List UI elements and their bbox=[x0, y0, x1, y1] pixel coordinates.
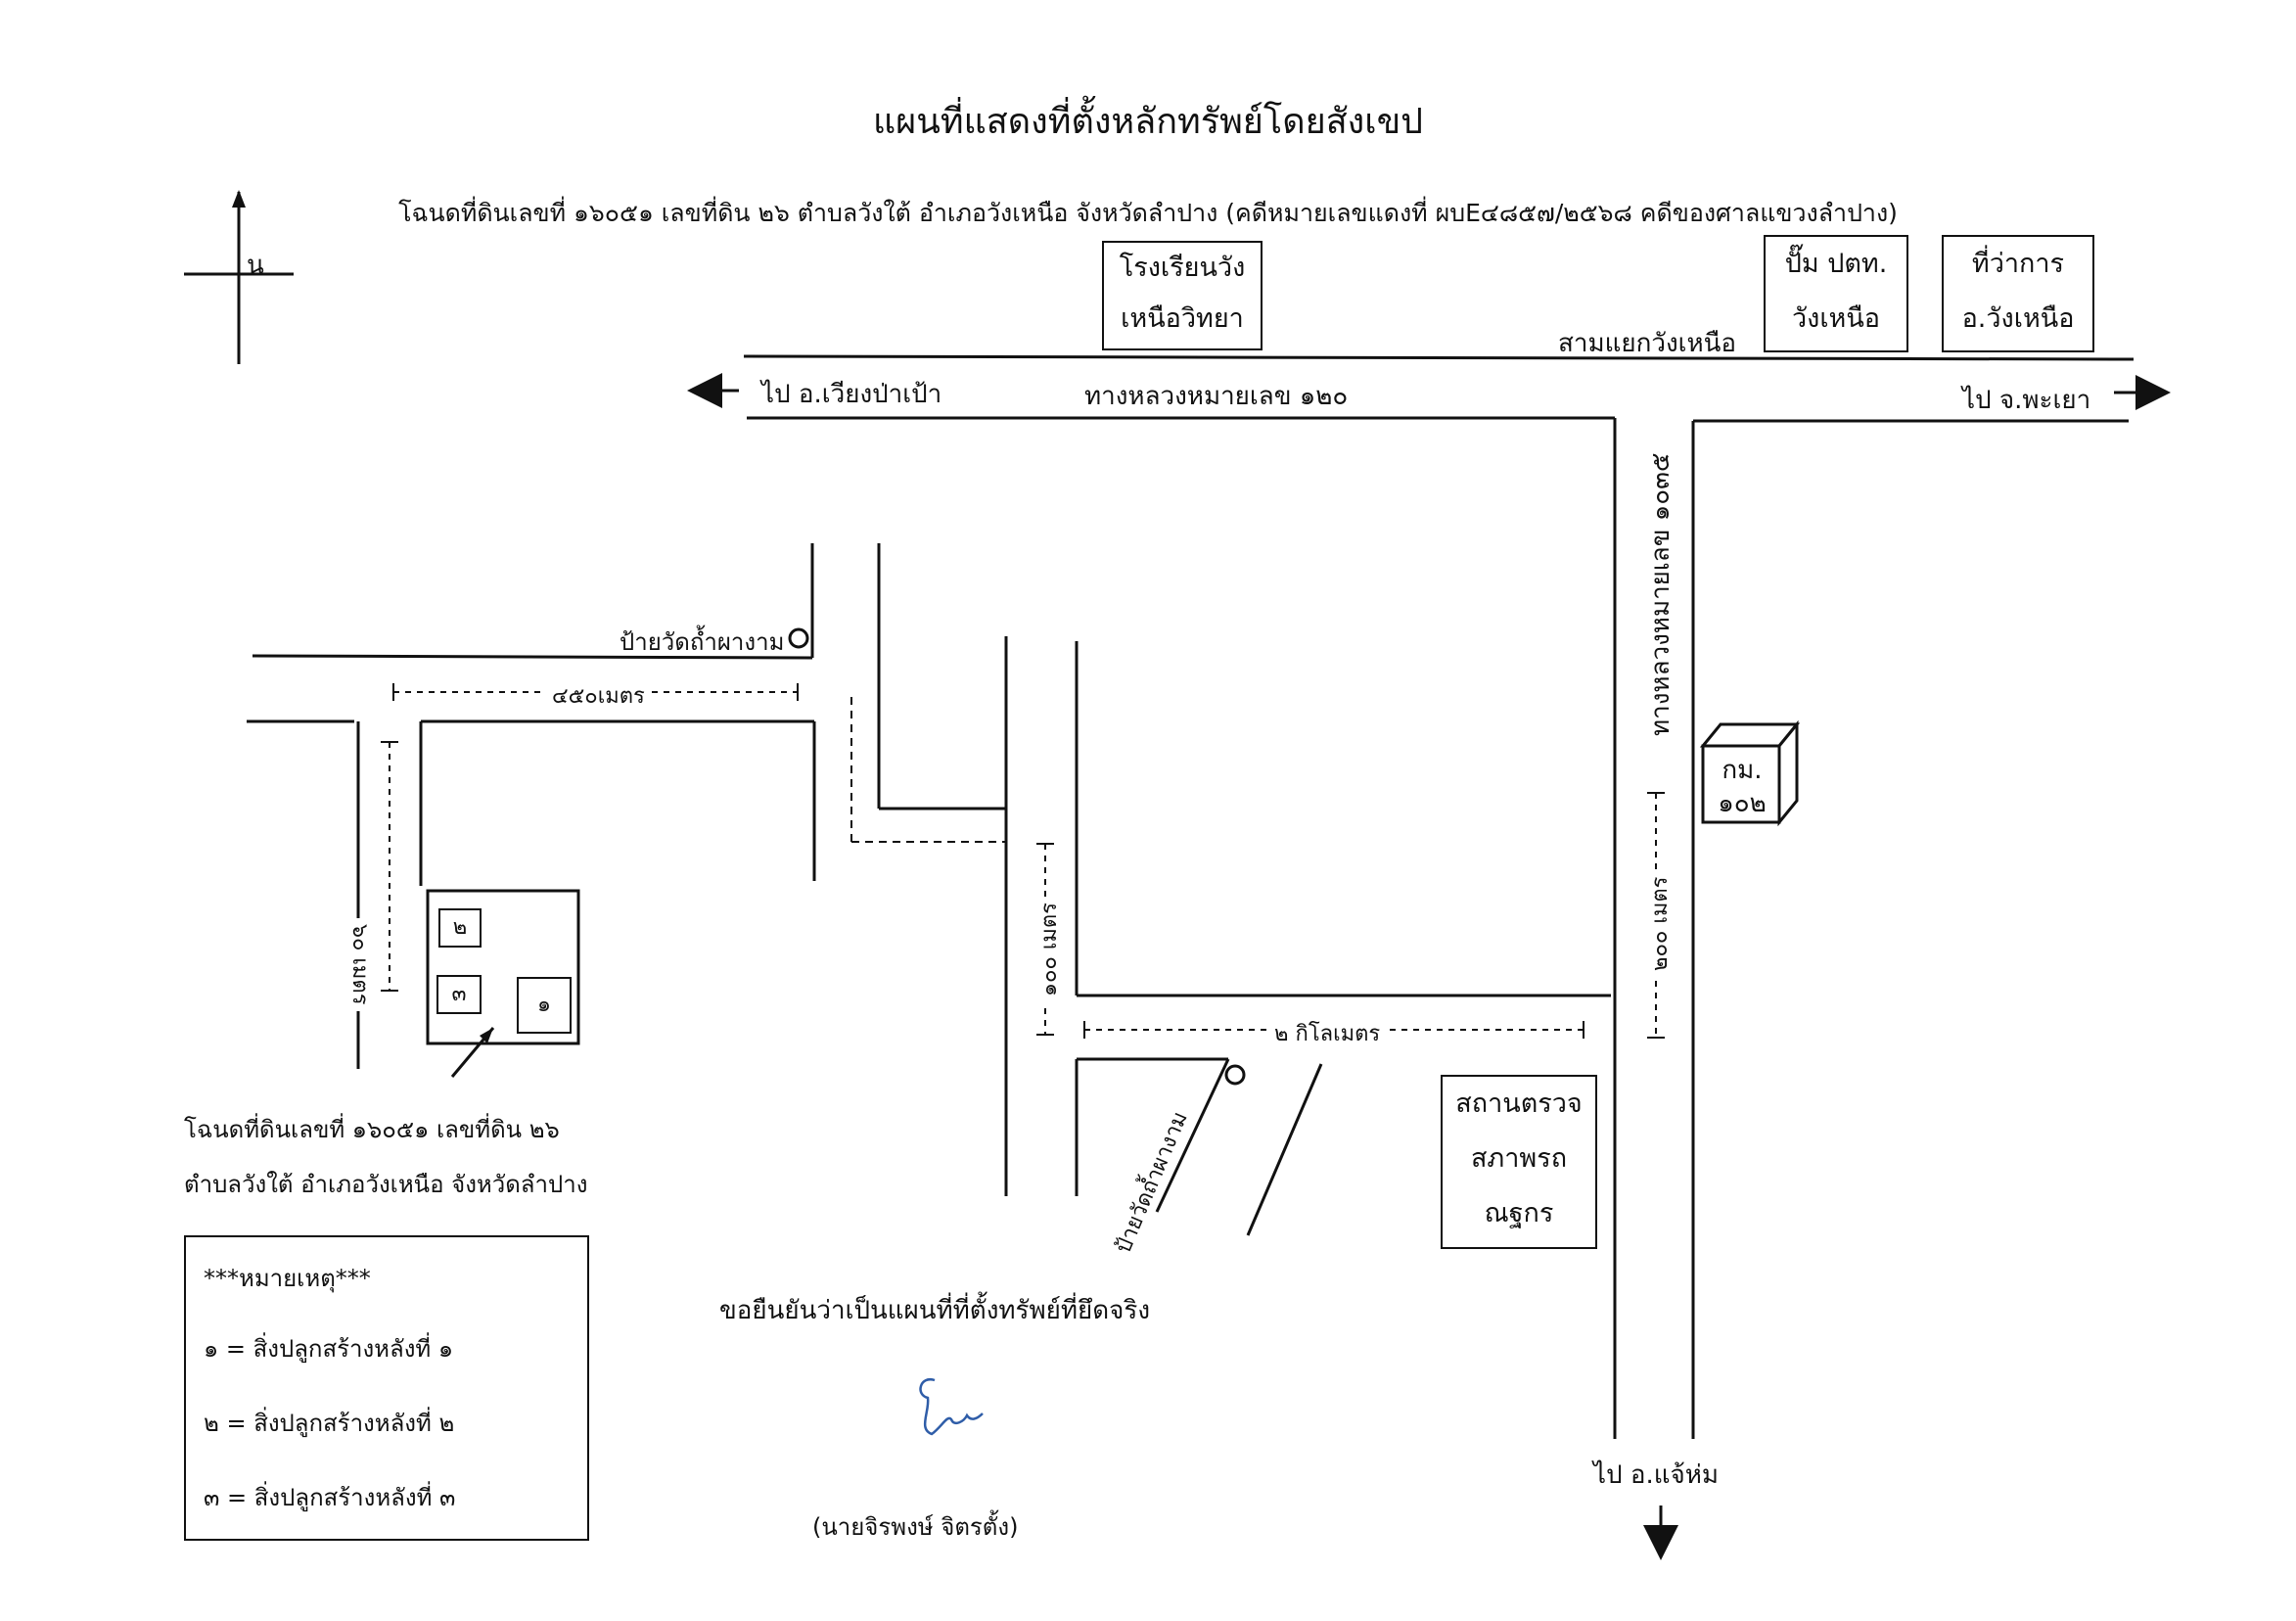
parcel-label-line2: ตำบลวังใต้ อำเภอวังเหนือ จังหวัดลำปาง bbox=[184, 1171, 588, 1198]
temple-sign-1-marker bbox=[788, 627, 809, 649]
hwy-120-label: ทางหลวงหมายเลข ๑๒๐ bbox=[1084, 382, 1349, 411]
signer-name: (นายจิรพงษ์ จิตรตั้ง) bbox=[812, 1513, 1019, 1541]
to-chae-hom-label: ไป อ.แจ้ห่ม bbox=[1593, 1460, 1719, 1490]
parcel-label-line1: โฉนดที่ดินเลขที่ ๑๖๐๕๑ เลขที่ดิน ๒๖ bbox=[184, 1116, 560, 1143]
road-upper-left bbox=[252, 654, 813, 660]
certification-text: ขอยืนยันว่าเป็นแผนที่ที่ตั้งทรัพย์ที่ยึด… bbox=[719, 1296, 1151, 1325]
signature bbox=[919, 1377, 984, 1436]
legend-heading: ***หมายเหตุ*** bbox=[204, 1265, 371, 1292]
distance-450m: ๔๕๐เมตร bbox=[546, 678, 651, 713]
to-wiang-pa-pao-label: ไป อ.เวียงป่าเป้า bbox=[761, 380, 942, 409]
temple-sign-1-label: ป้ายวัดถ้ำผางาม bbox=[620, 628, 785, 656]
north-arrow-head bbox=[232, 190, 246, 208]
legend-item-3: ๓ = สิ่งปลูกสร้างหลังที่ ๓ bbox=[204, 1484, 456, 1511]
district-office-box: ที่ว่าการอ.วังเหนือ bbox=[1942, 235, 2094, 352]
legend-item-1: ๑ = สิ่งปลูกสร้างหลังที่ ๑ bbox=[204, 1335, 454, 1363]
temple-sign-2-marker bbox=[1224, 1064, 1246, 1086]
distance-2km: ๒ กิโลเมตร bbox=[1268, 1016, 1387, 1050]
map-subtitle: โฉนดที่ดินเลขที่ ๑๖๐๕๑ เลขที่ดิน ๒๖ ตำบล… bbox=[398, 199, 1898, 227]
to-phayao-label: ไป จ.พะเยา bbox=[1962, 386, 2091, 415]
distance-100m: ๑๐๐ เมตร bbox=[1032, 897, 1066, 1002]
legend-item-2: ๒ = สิ่งปลูกสร้างหลังที่ ๒ bbox=[204, 1410, 455, 1437]
parcel-pointer-head bbox=[480, 1028, 493, 1043]
building-1: ๑ bbox=[517, 977, 572, 1034]
building-2: ๒ bbox=[438, 908, 482, 948]
building-3: ๓ bbox=[436, 975, 482, 1014]
distance-200m: ๒๐๐ เมตร bbox=[1642, 870, 1676, 977]
land-parcel bbox=[426, 889, 580, 1045]
hwy-120-north-edge bbox=[743, 354, 2135, 361]
map-title: แผนที่แสดงที่ตั้งหลักทรัพย์โดยสังเขป bbox=[872, 102, 1424, 142]
school-box: โรงเรียนวังเหนือวิทยา bbox=[1102, 241, 1263, 350]
north-label: น bbox=[247, 251, 264, 280]
legend-box: ***หมายเหตุ*** ๑ = สิ่งปลูกสร้างหลังที่ … bbox=[184, 1235, 589, 1541]
distance-60m: ๖๐ เมตร bbox=[344, 918, 378, 1011]
inspection-station-box: สถานตรวจสภาพรถณฐกร bbox=[1441, 1075, 1597, 1249]
km-post-label: กม.๑๐๒ bbox=[1718, 756, 1767, 818]
km-post-cube bbox=[1699, 719, 1801, 827]
hwy-1035-label: ทางหลวงหมายเลข ๑๐๓๕ bbox=[1646, 452, 1676, 736]
junction-label: สามแยกวังเหนือ bbox=[1558, 329, 1737, 358]
gas-station-box: ปั๊ม ปตท.วังเหนือ bbox=[1764, 235, 1908, 352]
